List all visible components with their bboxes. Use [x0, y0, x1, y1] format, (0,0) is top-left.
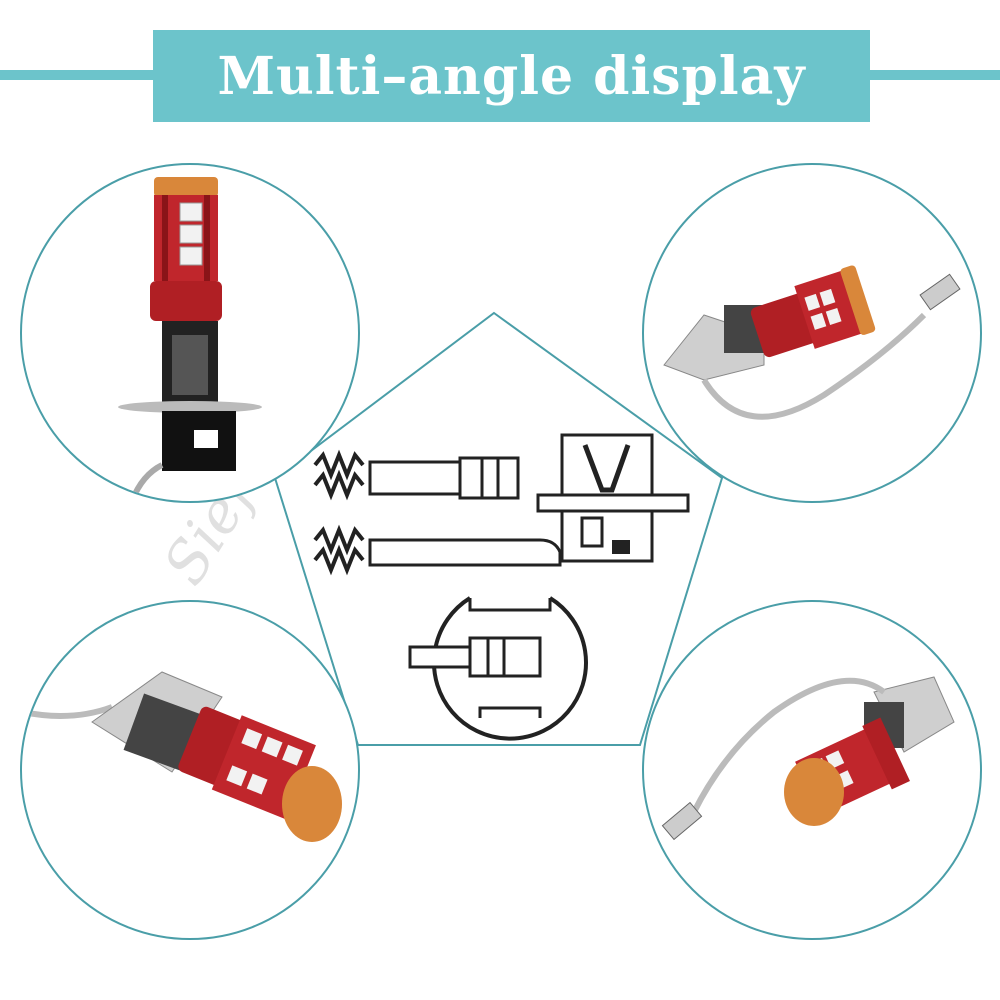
led-bulb-rear-view-icon [661, 676, 955, 841]
view-rear [642, 600, 982, 940]
view-front [20, 163, 360, 503]
led-bulb-angled-view-icon [22, 671, 342, 842]
led-bulb-front-view-icon [118, 177, 262, 501]
page-title: Multi–angle display [217, 45, 806, 107]
title-banner: Multi–angle display [153, 30, 870, 122]
title-band-right [870, 70, 1000, 80]
title-band-left [0, 70, 153, 80]
view-angled [20, 600, 360, 940]
view-side [642, 163, 982, 503]
led-bulb-side-view-icon [663, 265, 961, 420]
